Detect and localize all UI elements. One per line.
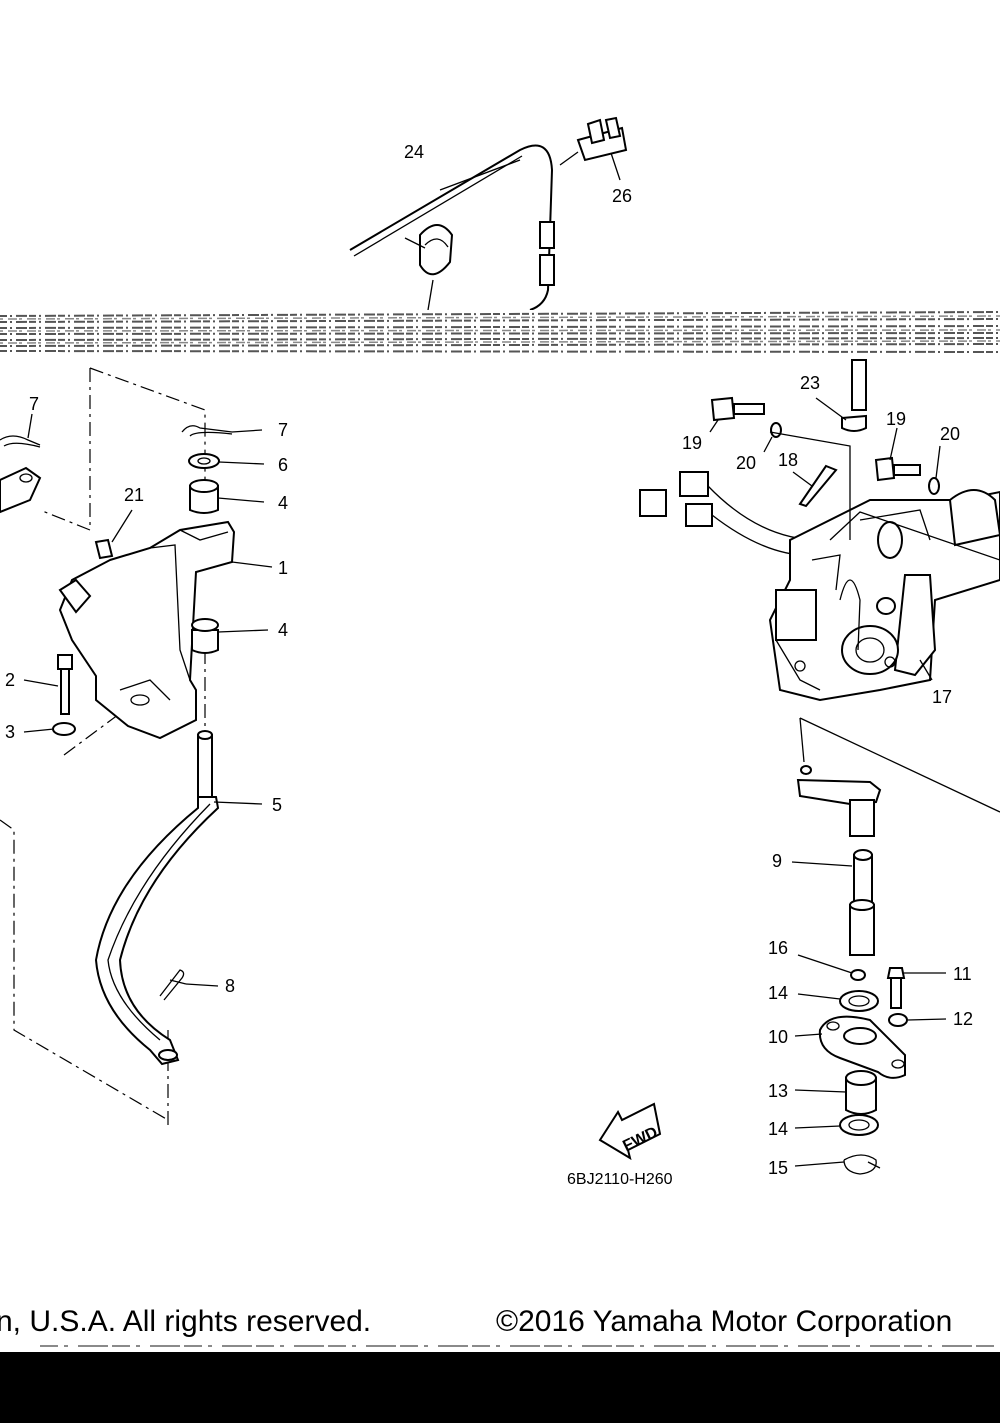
callout-24: 24 (404, 142, 424, 162)
leader-lines (23, 152, 947, 1167)
hose-assembly (349, 116, 628, 311)
callout-20-right: 20 (940, 424, 960, 444)
callout-14-lower: 14 (768, 1119, 788, 1139)
callout-2: 2 (5, 670, 15, 690)
callout-26: 26 (612, 186, 632, 206)
callout-7-right: 7 (278, 420, 288, 440)
callout-5: 5 (272, 795, 282, 815)
torn-edge (0, 310, 1000, 356)
footer-copyright-text: ©2016 Yamaha Motor Corporation (496, 1305, 952, 1338)
bracket-assembly (0, 367, 236, 1125)
callout-19-left: 19 (682, 433, 702, 453)
drawing-code: 6BJ2110-H260 (567, 1171, 673, 1188)
callout-17: 17 (932, 687, 952, 707)
callout-15: 15 (768, 1158, 788, 1178)
callout-14-upper: 14 (768, 983, 788, 1003)
callout-16: 16 (768, 938, 788, 958)
callout-labels: 24 26 7 7 6 4 21 1 4 2 3 5 8 23 19 19 20… (5, 142, 973, 1178)
callout-4-upper: 4 (278, 493, 288, 513)
callout-20-left: 20 (736, 453, 756, 473)
callout-4-lower: 4 (278, 620, 288, 640)
callout-7-left: 7 (29, 394, 39, 414)
footer-rights-text: n, U.S.A. All rights reserved. (0, 1305, 371, 1338)
motor-assembly (598, 359, 1000, 1175)
callout-18: 18 (778, 450, 798, 470)
callout-10: 10 (768, 1027, 788, 1047)
callout-12: 12 (953, 1009, 973, 1029)
callout-19-right: 19 (886, 409, 906, 429)
callout-13: 13 (768, 1081, 788, 1101)
callout-9: 9 (772, 851, 782, 871)
callout-21: 21 (124, 485, 144, 505)
callout-3: 3 (5, 722, 15, 742)
bottom-black-bar (0, 1352, 1000, 1423)
callout-23: 23 (800, 373, 820, 393)
callout-11: 11 (953, 964, 972, 984)
callout-1: 1 (278, 558, 288, 578)
callout-8: 8 (225, 976, 235, 996)
callout-6: 6 (278, 455, 288, 475)
